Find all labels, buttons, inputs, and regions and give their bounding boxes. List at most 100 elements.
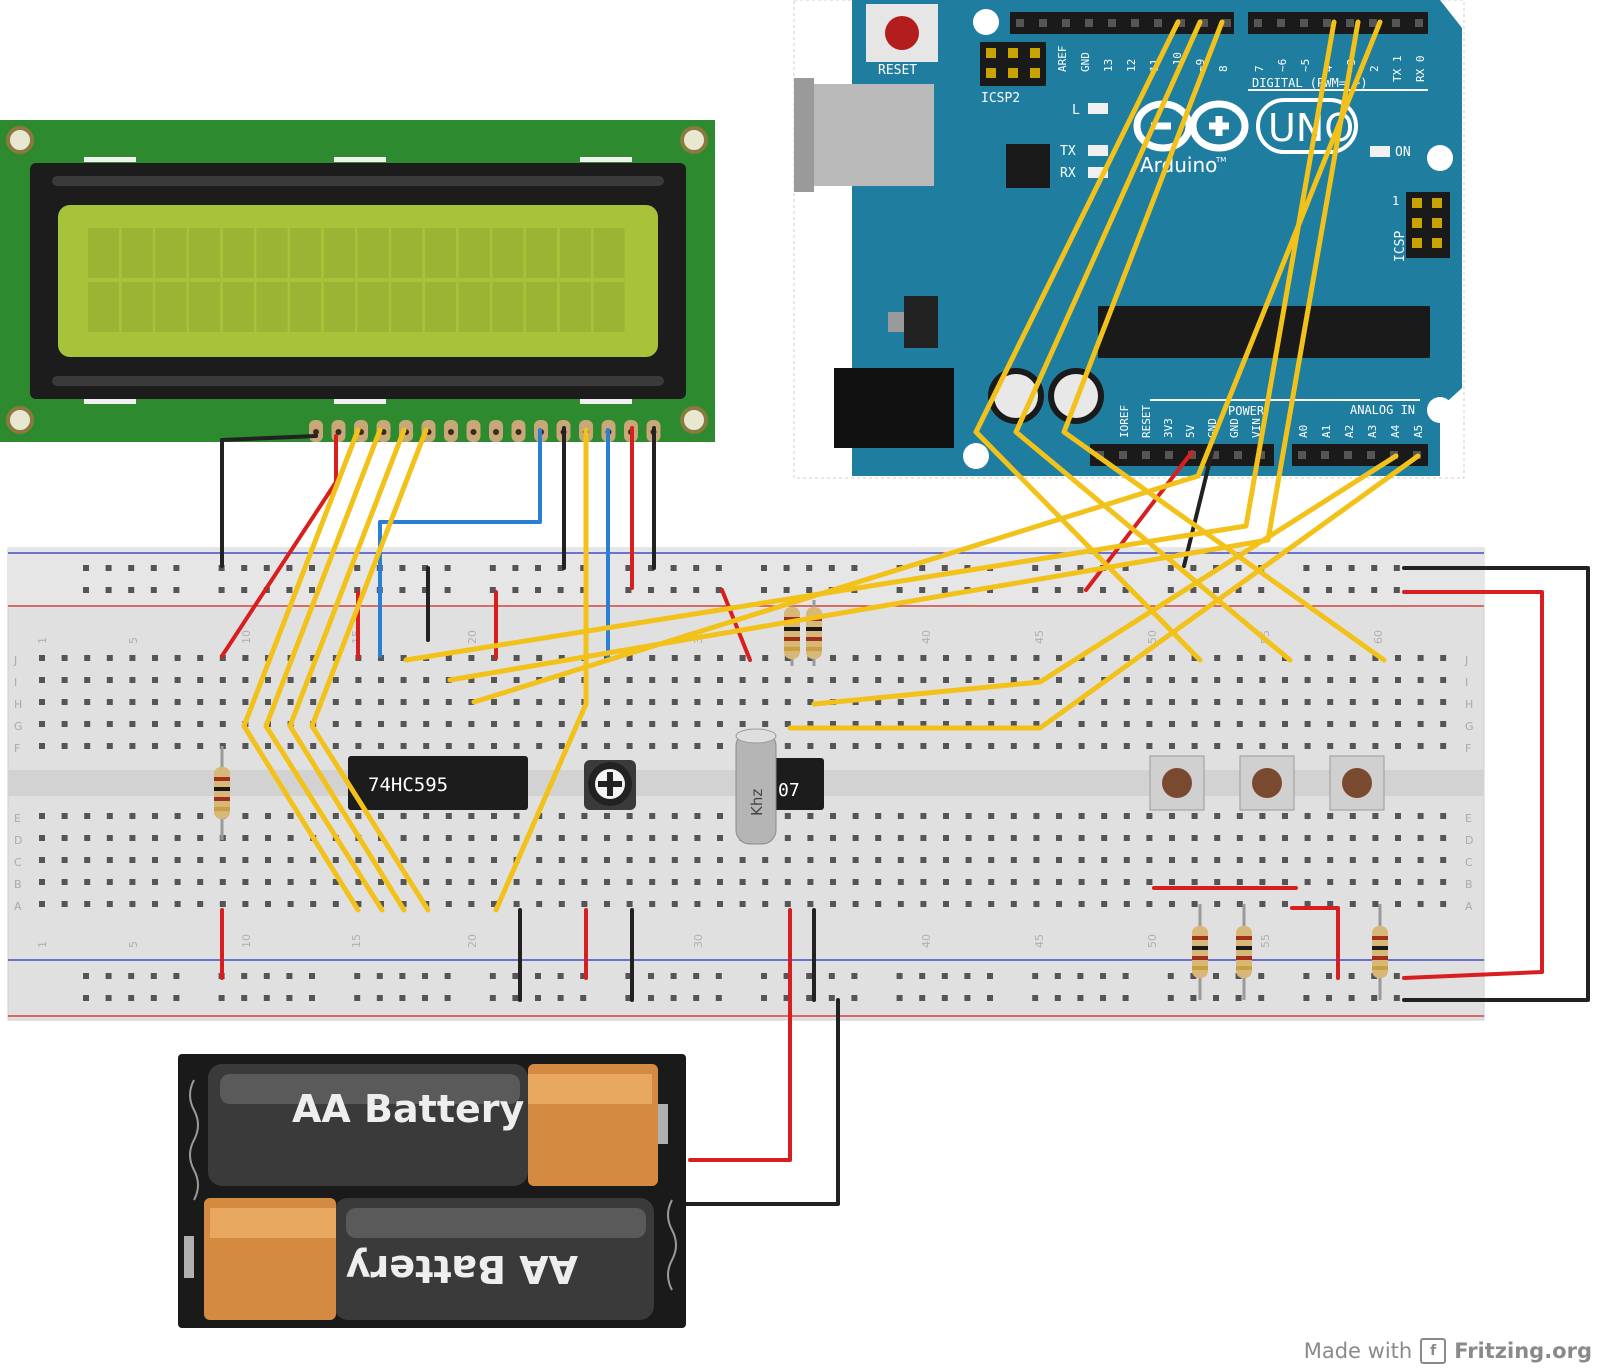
rail-hole — [648, 995, 654, 1001]
breadboard-hole — [129, 677, 136, 683]
header-hole — [1277, 19, 1285, 27]
breadboard-hole — [219, 677, 226, 683]
breadboard-hole — [988, 677, 995, 683]
rail-hole — [1235, 995, 1242, 1001]
rail-hole — [173, 973, 180, 979]
rail-hole — [1190, 995, 1197, 1001]
breadboard-hole — [965, 857, 972, 863]
crystal-oscillator: Khz — [735, 728, 777, 845]
breadboard-hole — [242, 655, 249, 661]
rail-hole — [128, 995, 135, 1001]
breadboard-hole — [762, 857, 769, 863]
breadboard-hole — [1123, 813, 1130, 819]
breadboard-hole — [242, 835, 249, 841]
column-number: 40 — [920, 934, 933, 948]
breadboard-hole — [242, 879, 249, 885]
breadboard-hole — [920, 879, 927, 885]
breadboard-hole — [943, 857, 949, 863]
push-button[interactable] — [1239, 755, 1295, 811]
breadboard-hole — [1440, 857, 1447, 863]
breadboard-hole — [310, 901, 317, 907]
breadboard-hole — [784, 677, 791, 683]
resistor — [1236, 904, 1252, 1000]
rail-hole — [263, 565, 270, 571]
breadboard-hole — [1056, 699, 1062, 705]
breadboard-hole — [310, 655, 317, 661]
rail-hole — [444, 995, 451, 1001]
lcd-cell — [357, 228, 389, 278]
push-button[interactable] — [1149, 755, 1205, 811]
rail-hole — [625, 587, 632, 593]
breadboard-hole — [558, 677, 565, 683]
breadboard-hole — [581, 813, 588, 819]
breadboard-hole — [310, 879, 317, 885]
breadboard-hole — [400, 813, 407, 819]
breadboard-hole — [1236, 857, 1243, 863]
breadboard-hole — [152, 835, 158, 841]
rail-hole — [399, 995, 406, 1001]
rail-hole — [489, 995, 496, 1001]
breadboard-hole — [1327, 721, 1334, 727]
breadboard-hole — [988, 743, 995, 749]
breadboard-hole — [1123, 743, 1130, 749]
rail-hole — [851, 995, 858, 1001]
rail-hole — [1235, 587, 1242, 593]
rail-hole — [761, 995, 767, 1001]
breadboard-hole — [1078, 835, 1085, 841]
pin-label: 7 — [1253, 65, 1266, 72]
rail-hole — [354, 587, 361, 593]
breadboard-hole — [1214, 743, 1221, 749]
breadboard-hole — [1123, 879, 1130, 885]
wire — [1290, 906, 1340, 980]
breadboard-hole — [1101, 655, 1108, 661]
breadboard-hole — [1169, 879, 1175, 885]
rail-hole — [896, 587, 903, 593]
column-number: 20 — [466, 934, 479, 948]
push-button[interactable] — [1329, 755, 1385, 811]
breadboard-hole — [875, 699, 882, 705]
breadboard-hole — [830, 655, 836, 661]
breadboard-hole — [852, 835, 859, 841]
breadboard-hole — [1236, 699, 1243, 705]
breadboard-hole — [988, 857, 995, 863]
breadboard-hole — [1395, 677, 1401, 683]
breadboard-hole — [1327, 857, 1334, 863]
breadboard-hole — [988, 813, 995, 819]
breadboard-hole — [1146, 655, 1153, 661]
breadboard-hole — [332, 901, 339, 907]
rail-hole — [828, 565, 835, 571]
breadboard-hole — [219, 721, 226, 727]
row-letter: B — [1465, 878, 1473, 891]
breadboard-hole — [332, 721, 339, 727]
breadboard-hole — [784, 813, 791, 819]
breadboard-hole — [1169, 721, 1175, 727]
breadboard-hole — [649, 721, 656, 727]
breadboard-hole — [1440, 677, 1447, 683]
lcd-cell — [526, 228, 558, 278]
breadboard-hole — [897, 857, 904, 863]
breadboard-hole — [1123, 699, 1130, 705]
breadboard-hole — [1056, 835, 1062, 841]
rail-hole — [422, 973, 428, 979]
breadboard-hole — [423, 857, 430, 863]
breadboard-hole — [332, 813, 339, 819]
breadboard-hole — [1236, 813, 1243, 819]
breadboard-hole — [1010, 857, 1017, 863]
rail-hole — [83, 587, 89, 593]
header-hole — [1165, 451, 1173, 459]
breadboard-hole — [39, 699, 45, 705]
breadboard-hole — [717, 813, 723, 819]
breadboard-hole — [604, 857, 610, 863]
breadboard-hole — [61, 721, 68, 727]
breadboard-hole — [1259, 901, 1266, 907]
breadboard-hole — [807, 677, 814, 683]
lcd-pin-hole — [515, 429, 522, 435]
wire — [684, 998, 840, 1206]
header-hole — [1344, 451, 1352, 459]
breadboard-hole — [1101, 857, 1108, 863]
breadboard-hole — [1056, 655, 1062, 661]
breadboard-hole — [762, 655, 769, 661]
breadboard-hole — [1259, 835, 1266, 841]
breadboard-hole — [1304, 813, 1311, 819]
breadboard-hole — [61, 901, 68, 907]
